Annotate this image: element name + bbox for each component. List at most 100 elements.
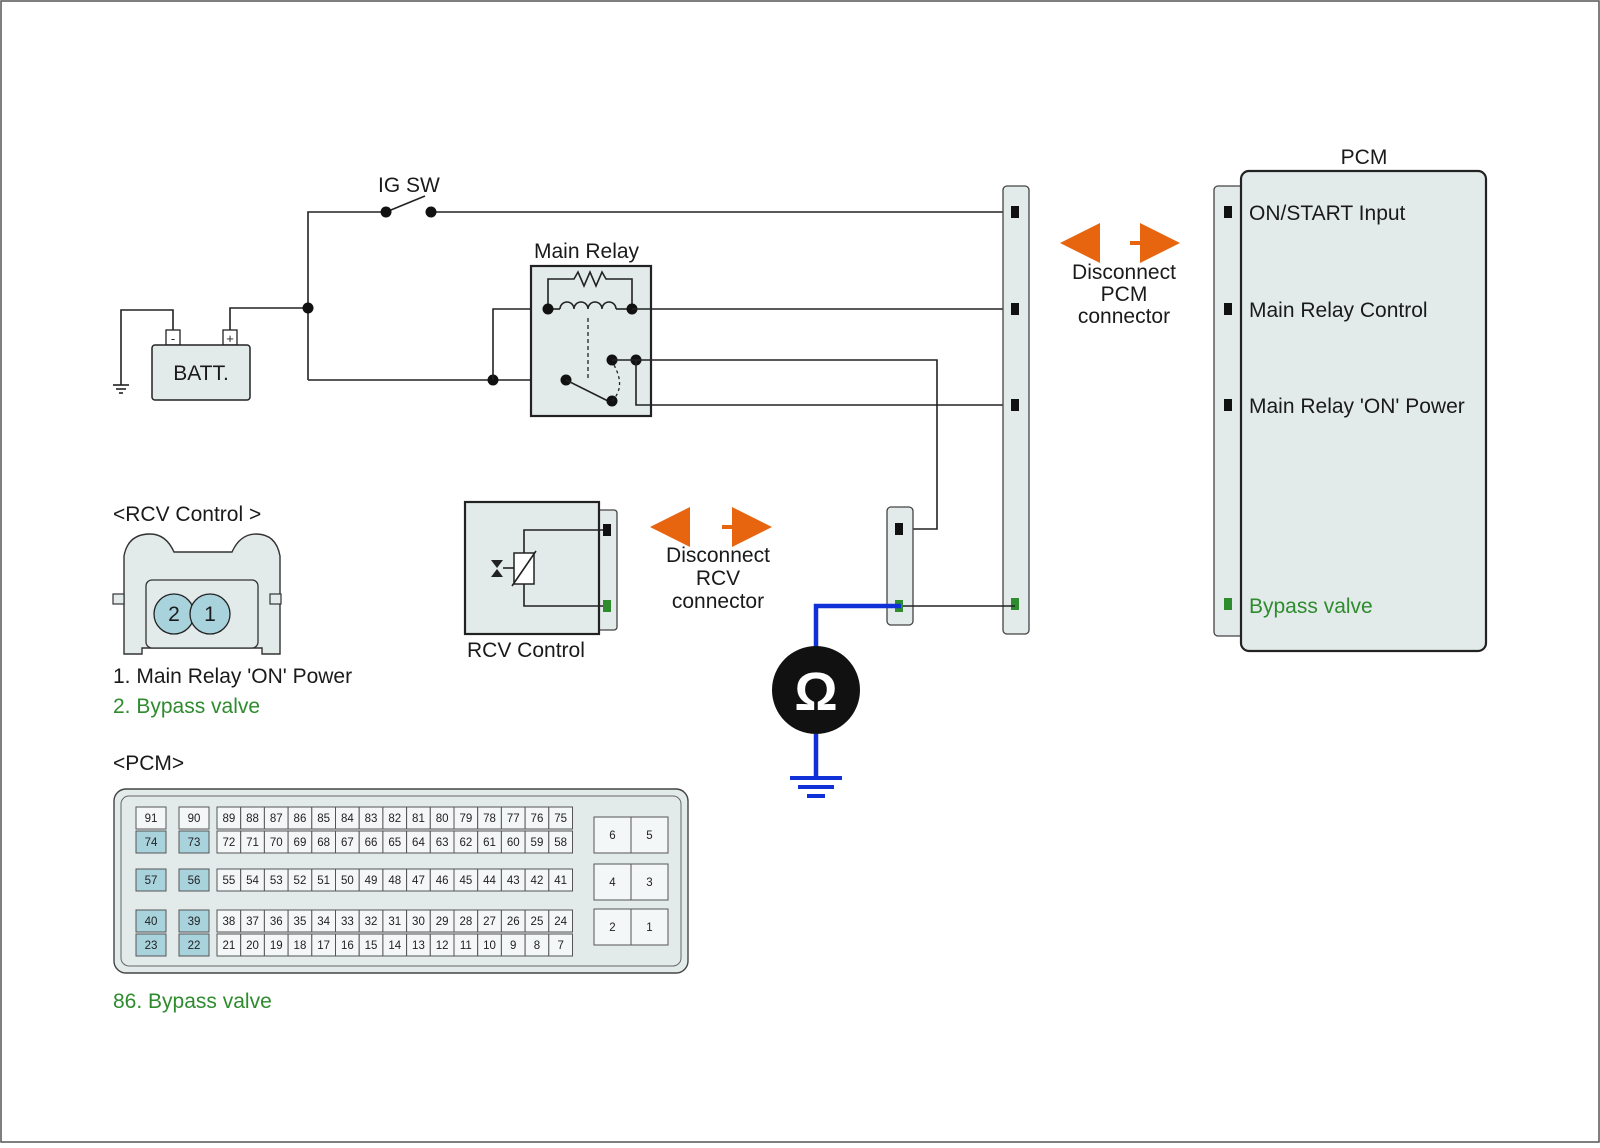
pcm-pin-number: 57 [145, 875, 158, 887]
rcv-connector-pin-1-label: 1 [204, 603, 216, 626]
pcm-pin-number: 56 [188, 875, 201, 887]
pcm-pin-number: 47 [412, 875, 425, 887]
pcm-pin-number: 55 [222, 875, 235, 887]
pcm-pin-number: 50 [341, 875, 354, 887]
pcm-pin-2 [1224, 303, 1232, 315]
junction-batt [302, 302, 314, 314]
rcv-harness-connector [886, 506, 914, 626]
pcm-pin-number: 27 [483, 916, 496, 928]
pcm-pin-cell [178, 806, 210, 830]
pcm-pin-cell [178, 868, 210, 892]
pcm-pin-number: 32 [365, 916, 378, 928]
pcm-pin-number: 26 [507, 916, 520, 928]
pcm-title: PCM [1341, 146, 1388, 169]
pcm-pin-number: 9 [510, 940, 516, 952]
pcm-pin-number: 38 [222, 916, 235, 928]
rcv-solenoid-slash [511, 550, 537, 587]
main-relay-box [529, 264, 653, 418]
pcm-pin-number: 3 [646, 877, 652, 889]
rcv-connector-pin-1 [189, 593, 231, 635]
pcm-pin-number: 24 [554, 916, 567, 928]
rcv-connector-pin-2-label: 2 [168, 603, 180, 626]
pcm-pin-label-bypass: Bypass valve [1249, 595, 1373, 618]
pcm-pin-number: 82 [388, 813, 401, 825]
pcm-pin-number: 28 [459, 916, 472, 928]
rcv-legend-1: 1. Main Relay 'ON' Power [113, 665, 352, 688]
pcm-pin-number: 39 [188, 916, 201, 928]
rcv-harness-pin-1 [895, 523, 903, 535]
pcm-pin-cell [135, 806, 167, 830]
pcm-pin-number: 78 [483, 813, 496, 825]
pcm-disconnect-line-2: PCM [1101, 283, 1148, 306]
pcm-pin-number: 29 [436, 916, 449, 928]
pcm-pin-number: 17 [317, 940, 330, 952]
ig-sw-contact-b [425, 206, 437, 218]
relay-to-rcv-wire [636, 359, 938, 530]
pcm-pin-number: 23 [145, 940, 158, 952]
pcm-pin-number: 79 [459, 813, 472, 825]
pcm-pin-cell [135, 830, 167, 854]
harness-pin-2 [1011, 303, 1019, 315]
pcm-pin-number: 21 [222, 940, 235, 952]
pcm-pin-number: 41 [554, 875, 567, 887]
pcm-pin-number: 58 [554, 837, 567, 849]
pcm-pin-number: 73 [188, 837, 201, 849]
batt-neg-wire [120, 309, 174, 385]
pcm-pin-number: 8 [534, 940, 540, 952]
pcm-pin-cell [548, 933, 573, 957]
pcm-pin-number: 68 [317, 837, 330, 849]
pcm-pin-number: 48 [388, 875, 401, 887]
pcm-pin-number: 62 [459, 837, 472, 849]
relay-coil [559, 301, 617, 310]
batt-pos-wire [229, 307, 308, 338]
rcv-internal-wire-a [523, 529, 603, 553]
pcm-pin-number: 54 [246, 875, 259, 887]
rcv-valve-icon [491, 560, 503, 577]
pcm-pin-cell [135, 933, 167, 957]
rcv-connector-tab-left [112, 593, 125, 605]
pcm-pin-number: 1 [646, 922, 652, 934]
pcm-pin-cell [548, 806, 573, 830]
pcm-pin-number: 60 [507, 837, 520, 849]
pcm-pin-number: 5 [646, 830, 652, 842]
pcm-pin-number: 13 [412, 940, 425, 952]
pcm-connector-header: <PCM> [113, 752, 184, 775]
pcm-pin-number: 90 [188, 813, 201, 825]
pcm-pin-cell [548, 830, 573, 854]
pcm-pin-number: 83 [365, 813, 378, 825]
pcm-pin-cell [630, 816, 669, 854]
pcm-pin-number: 64 [412, 837, 425, 849]
pcm-pin-4 [1224, 598, 1232, 610]
rcv-disconnect-line-1: Disconnect [666, 544, 770, 567]
pcm-legend: 86. Bypass valve [113, 990, 272, 1013]
rcv-connector-header: <RCV Control > [113, 503, 261, 526]
pcm-pin-cell [135, 909, 167, 933]
pcm-pin-number: 49 [365, 875, 378, 887]
ig-switch-blade [385, 195, 426, 213]
pcm-pin-number: 67 [341, 837, 354, 849]
ig-wire [307, 211, 386, 308]
pcm-pin-number: 53 [270, 875, 283, 887]
pcm-pin-number: 61 [483, 837, 496, 849]
pcm-disconnect-line-3: connector [1078, 305, 1170, 328]
pcm-pin-number: 6 [609, 830, 615, 842]
pcm-pin-number: 2 [609, 922, 615, 934]
batt-pos-label: + [226, 331, 234, 346]
pcm-pin-number: 4 [609, 877, 616, 889]
pcm-pin-number: 76 [531, 813, 544, 825]
pcm-pin-label-main-relay-control: Main Relay Control [1249, 299, 1428, 322]
pcm-pin-number: 37 [246, 916, 259, 928]
pcm-connector-inner [120, 795, 682, 967]
pcm-pin-number: 31 [388, 916, 401, 928]
pcm-pin-cell [630, 908, 669, 946]
pcm-pin-cell [593, 863, 632, 901]
pcm-pin-cell [135, 868, 167, 892]
battery-label: BATT. [173, 362, 229, 385]
rcv-control-box-label: RCV Control [467, 639, 585, 662]
pcm-pin-number: 18 [294, 940, 307, 952]
pcm-pin-1 [1224, 206, 1232, 218]
pcm-pin-number: 34 [317, 916, 330, 928]
